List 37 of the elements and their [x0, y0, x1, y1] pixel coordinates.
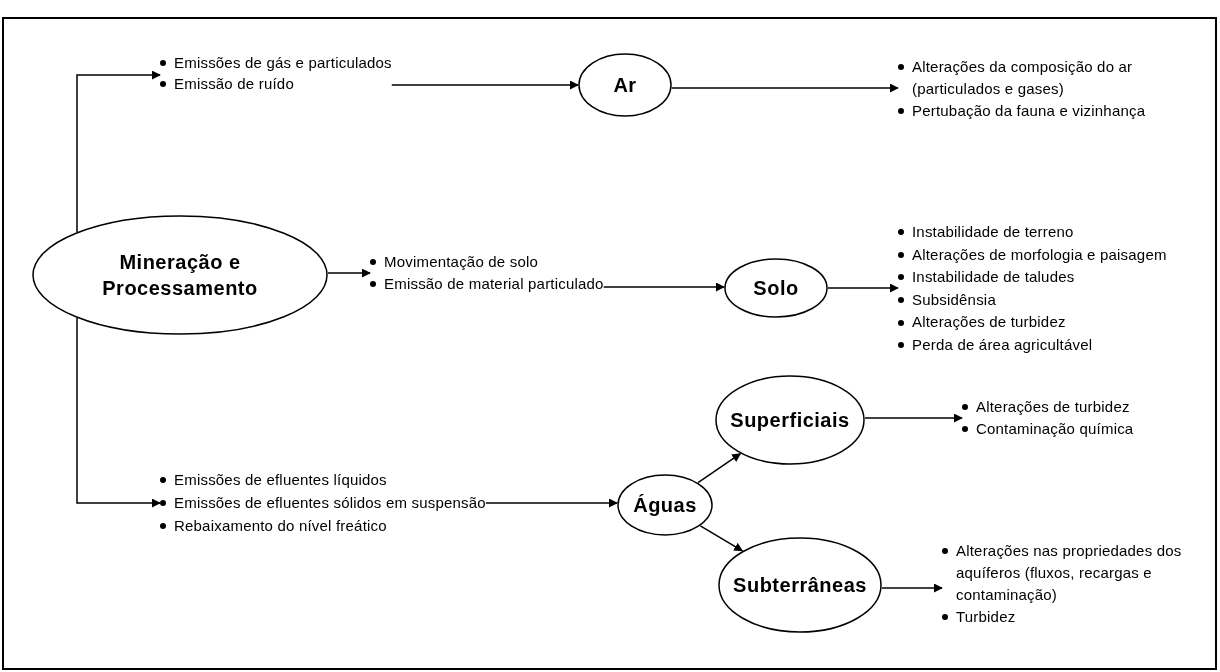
bullet-item: Pertubação da fauna e vizinhança	[912, 102, 1146, 119]
node-label: Subterrâneas	[733, 573, 867, 598]
bullet-item: Emissão de ruído	[174, 75, 294, 92]
bullet-item: Subsidênsia	[912, 290, 996, 308]
bullet-item: Alterações nas propriedades dos aquíferos (fluxos, recargas e contaminação)	[956, 542, 1182, 603]
bullet-item: Contaminação química	[976, 420, 1134, 437]
bullet-item: Emissões de gás e particulados	[174, 54, 392, 71]
arrow	[699, 525, 744, 552]
bullet-item: Emissão de material particulado	[384, 275, 604, 292]
node-label: Águas	[633, 493, 697, 518]
bullet-item: Alterações de turbidez	[912, 313, 1066, 331]
arrow	[671, 83, 899, 93]
arrow	[76, 70, 161, 233]
bullet-item: Alterações de turbidez	[976, 398, 1130, 415]
bullet-item: Alterações da composição do ar (particulados e gases)	[912, 58, 1133, 97]
bullet-item: Alterações de morfologia e paisagem	[912, 245, 1167, 263]
arrow	[697, 453, 742, 484]
arrow	[864, 413, 963, 423]
arrow	[827, 283, 899, 293]
bullet-item: Instabilidade de terreno	[912, 223, 1074, 240]
arrow	[391, 80, 579, 90]
bullet-item: Emissões de efluentes sólidos em suspensão	[174, 494, 486, 511]
arrow	[327, 268, 371, 278]
bullet-item: Emissões de efluentes líquidos	[174, 471, 387, 488]
arrow	[485, 498, 618, 508]
bullet-item: Instabilidade de taludes	[912, 268, 1075, 286]
node-label: Solo	[753, 276, 799, 301]
bullet-item: Turbidez	[956, 608, 1016, 625]
bullet-item: Rebaixamento do nível freático	[174, 517, 387, 534]
node-label: Mineração e Processamento	[101, 250, 259, 301]
arrow	[76, 317, 161, 508]
arrow	[881, 583, 943, 593]
arrow	[602, 282, 725, 292]
node-label: Superficiais	[730, 408, 850, 433]
node-label: Ar	[613, 73, 637, 98]
bullet-item: Perda de área agricultável	[912, 335, 1093, 353]
bullet-item: Movimentação de solo	[384, 253, 539, 270]
